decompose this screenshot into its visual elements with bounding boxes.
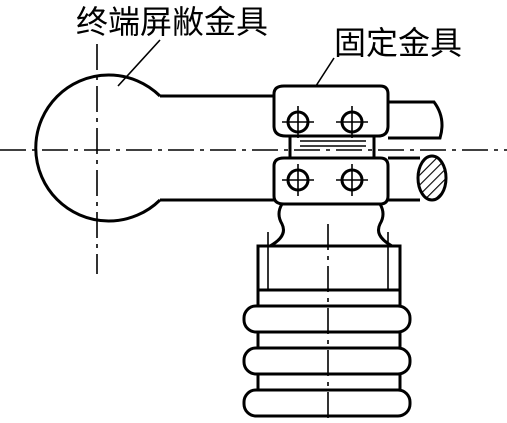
insulator-shed-1	[242, 304, 412, 334]
terminal-shield-ball	[34, 73, 162, 223]
label-terminal-shield-fitting: 终端屏敝金具	[76, 3, 268, 41]
label-fixing-fitting: 固定金具	[334, 24, 462, 62]
leader-line-shield	[117, 39, 161, 87]
insulator-shed-3	[242, 388, 412, 418]
bolt-lower-left	[282, 164, 314, 196]
insulator-neck	[269, 203, 393, 248]
bolt-lower-right	[336, 164, 368, 196]
insulator-cap	[256, 244, 402, 292]
rod-upper-end	[382, 100, 444, 140]
insulator-body-segment-1	[256, 330, 402, 350]
bolt-upper-right	[336, 106, 368, 138]
lower-clamp-block	[272, 156, 390, 206]
shield-stem	[160, 94, 274, 202]
bolt-upper-left	[282, 106, 314, 138]
insulator-shed-2	[242, 346, 412, 376]
upper-clamp-block	[272, 84, 390, 138]
insulator-body-segment-2	[256, 372, 402, 392]
rod-cross-section	[416, 154, 448, 202]
